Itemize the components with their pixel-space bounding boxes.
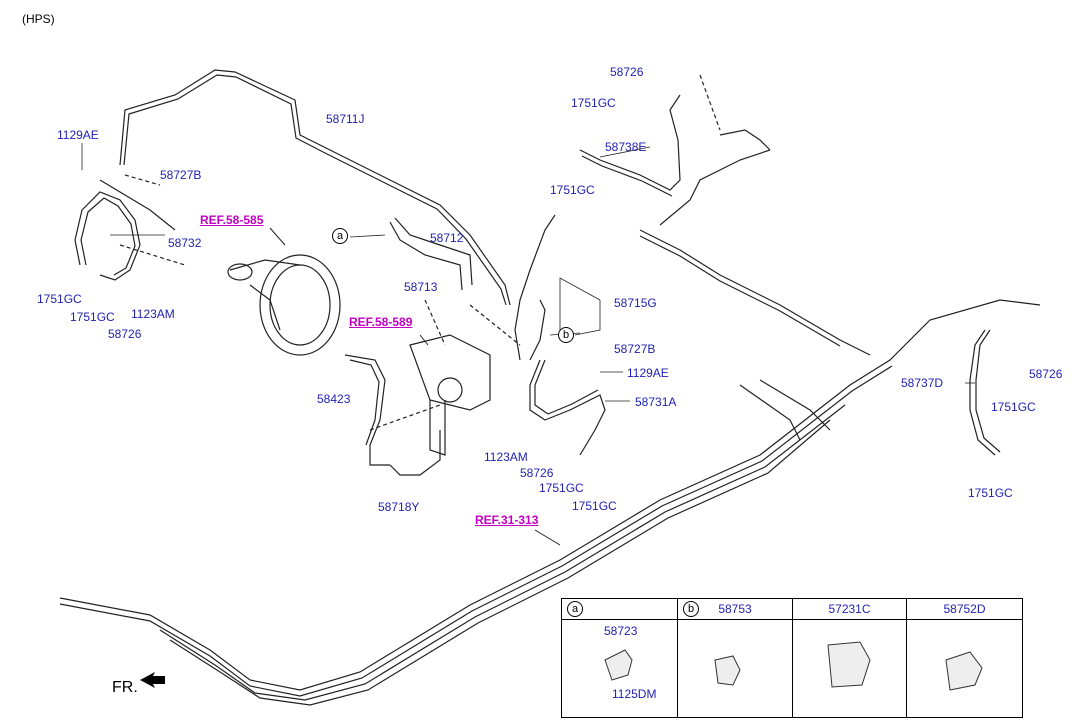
part-58712[interactable]: 58712 bbox=[430, 231, 464, 245]
hose-58732 bbox=[74, 179, 176, 281]
front-direction-label: FR. bbox=[112, 679, 138, 696]
abs-module bbox=[409, 334, 491, 456]
ref-arrows bbox=[269, 227, 561, 546]
callout-a[interactable]: a bbox=[332, 228, 348, 244]
label-leaders bbox=[81, 143, 975, 402]
pipe-58423 bbox=[344, 354, 390, 466]
part-1751gc-top1[interactable]: 1751GC bbox=[571, 96, 616, 110]
legend-part-58753[interactable]: 58753 bbox=[718, 602, 752, 616]
part-1751gc-left1[interactable]: 1751GC bbox=[37, 292, 82, 306]
part-58727b-right[interactable]: 58727B bbox=[614, 342, 656, 356]
part-1123am-mid[interactable]: 1123AM bbox=[484, 450, 528, 464]
part-58711j[interactable]: 58711J bbox=[326, 112, 365, 126]
legend-marker-a: a bbox=[567, 601, 583, 617]
legend-icons bbox=[604, 641, 983, 691]
part-58731a[interactable]: 58731A bbox=[635, 395, 677, 409]
ref-58-585[interactable]: REF.58-585 bbox=[200, 213, 264, 227]
ref-58-589[interactable]: REF.58-589 bbox=[349, 315, 413, 329]
hose-58737d bbox=[969, 329, 1001, 456]
legend-marker-b: b bbox=[683, 601, 699, 617]
pipe-58711j bbox=[119, 69, 511, 306]
part-58737d[interactable]: 58737D bbox=[901, 376, 944, 390]
part-1751gc-right2[interactable]: 1751GC bbox=[968, 486, 1013, 500]
legend-col-a: a 58723 1125DM bbox=[562, 599, 678, 717]
hose-58731a bbox=[529, 359, 606, 456]
legend-part-1125dm[interactable]: 1125DM bbox=[612, 687, 657, 701]
hose-58715g bbox=[514, 214, 556, 361]
part-58726-mid[interactable]: 58726 bbox=[520, 466, 554, 480]
part-1751gc-left2[interactable]: 1751GC bbox=[70, 310, 115, 324]
part-58713[interactable]: 58713 bbox=[404, 280, 438, 294]
legend-col-d: 58752D bbox=[907, 599, 1022, 717]
legend-table: a 58723 1125DM b 58753 57231C 58752D bbox=[561, 598, 1023, 718]
part-58727b-left[interactable]: 58727B bbox=[160, 168, 202, 182]
part-1751gc-right1[interactable]: 1751GC bbox=[991, 400, 1036, 414]
part-58732[interactable]: 58732 bbox=[168, 236, 202, 250]
legend-col-b: b 58753 bbox=[678, 599, 793, 717]
part-1123am-left[interactable]: 1123AM bbox=[131, 307, 175, 321]
part-58726-right[interactable]: 58726 bbox=[1029, 367, 1063, 381]
part-1129ae-left[interactable]: 1129AE bbox=[57, 128, 99, 142]
legend-col-c: 57231C bbox=[793, 599, 907, 717]
pipes-58712-58713 bbox=[389, 217, 473, 291]
part-58726-left[interactable]: 58726 bbox=[108, 327, 142, 341]
part-58726-top[interactable]: 58726 bbox=[610, 65, 644, 79]
main-pipe-bundle bbox=[59, 299, 1041, 706]
legend-part-58723[interactable]: 58723 bbox=[604, 624, 638, 638]
leader-lines bbox=[119, 74, 721, 431]
part-1751gc-mid1[interactable]: 1751GC bbox=[539, 481, 584, 495]
brake-booster bbox=[227, 254, 341, 356]
part-58718y[interactable]: 58718Y bbox=[378, 500, 420, 514]
part-1751gc-mid2[interactable]: 1751GC bbox=[572, 499, 617, 513]
diagram-title: (HPS) bbox=[22, 12, 55, 26]
right-pipe bbox=[639, 129, 871, 356]
part-58423[interactable]: 58423 bbox=[317, 392, 351, 406]
pipe-58718y bbox=[389, 430, 441, 476]
front-arrow-icon bbox=[140, 672, 165, 688]
callout-b[interactable]: b bbox=[558, 327, 574, 343]
part-58738e[interactable]: 58738E bbox=[605, 140, 647, 154]
part-1129ae-right[interactable]: 1129AE bbox=[627, 366, 669, 380]
ref-31-313[interactable]: REF.31-313 bbox=[475, 513, 539, 527]
part-1751gc-top2[interactable]: 1751GC bbox=[550, 183, 595, 197]
legend-part-58752d[interactable]: 58752D bbox=[943, 602, 986, 616]
legend-part-57231c[interactable]: 57231C bbox=[828, 602, 871, 616]
hose-58738e bbox=[579, 94, 681, 197]
part-58715g[interactable]: 58715G bbox=[614, 296, 657, 310]
